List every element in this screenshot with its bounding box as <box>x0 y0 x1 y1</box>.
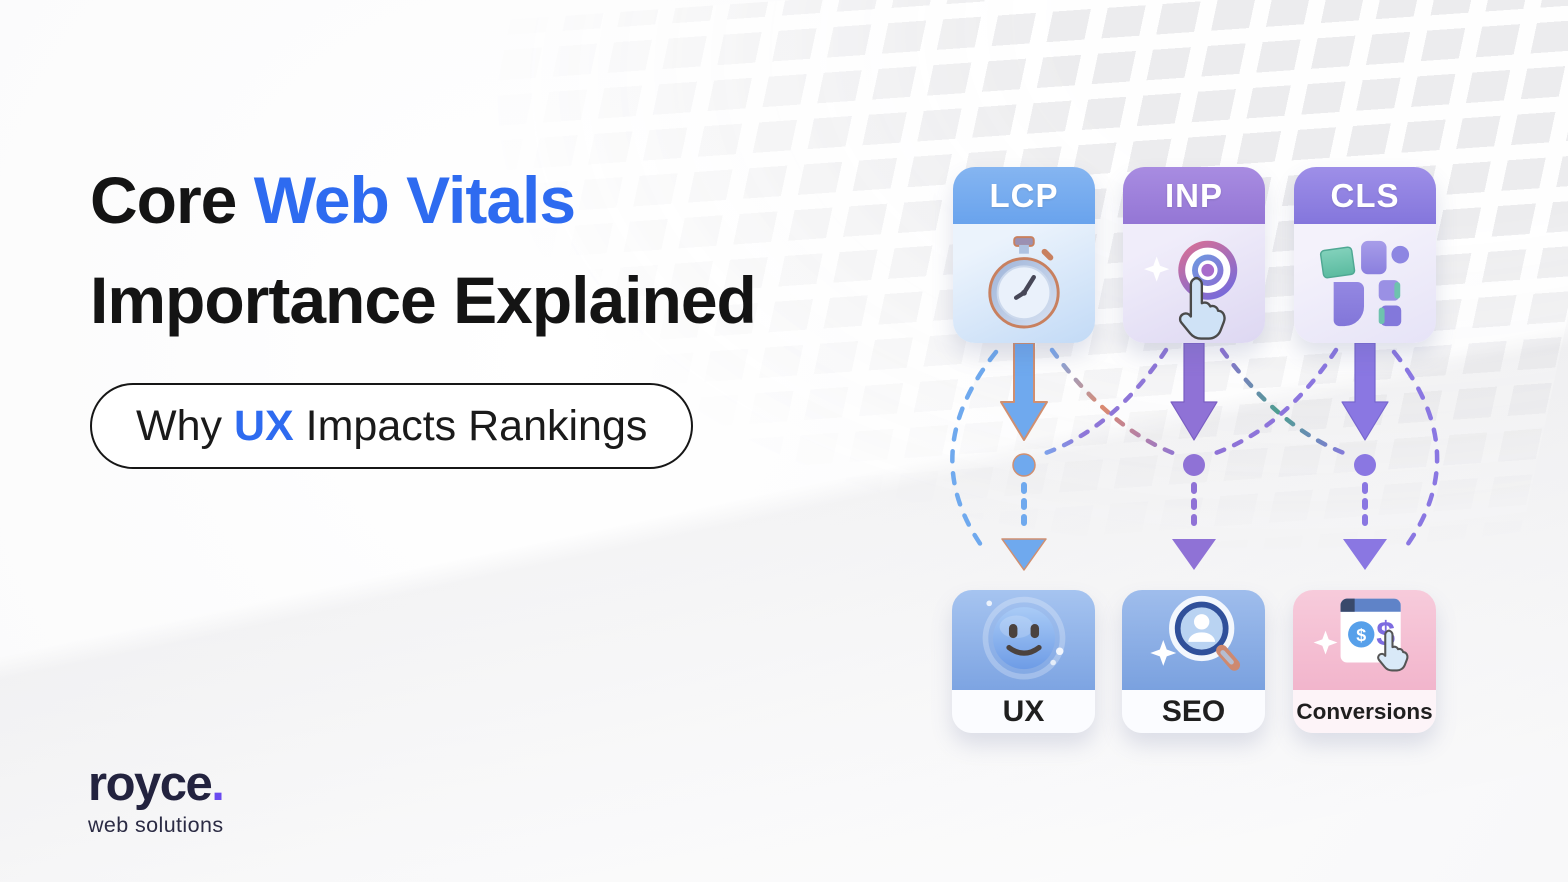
title-accent: Web Vitals <box>253 163 576 237</box>
page-title: Core Web Vitals Importance Explained <box>90 150 920 350</box>
card-ux-label: UX <box>952 690 1095 733</box>
lcp-arrow-icon <box>1000 342 1048 441</box>
card-conversions-icon-area: $ $ <box>1293 590 1436 690</box>
tap-target-icon <box>1144 240 1238 340</box>
cls-arrow-icon <box>1341 342 1389 441</box>
subtitle-pre: Why <box>136 401 234 450</box>
cross-lcp-to-inp <box>1049 347 1184 459</box>
inp-node-dot <box>1183 454 1205 476</box>
title-line-1: Core Web Vitals <box>90 150 920 250</box>
card-ux-icon-area <box>952 590 1095 690</box>
connector-arrows <box>950 342 1440 571</box>
card-cls-body <box>1294 224 1436 343</box>
title-line-2: Importance Explained <box>90 263 757 337</box>
card-lcp: LCP <box>953 167 1095 343</box>
cross-cls-to-inp <box>1204 347 1339 459</box>
cross-inp-to-lcp <box>1034 347 1169 459</box>
subtitle-highlight: UX <box>233 401 294 450</box>
subtitle-pill: Why UX Impacts Rankings <box>90 383 694 469</box>
card-lcp-body <box>953 224 1095 343</box>
card-seo: SEO <box>1122 590 1265 733</box>
subtitle-post: Impacts Rankings <box>293 401 648 450</box>
inp-arrow-icon <box>1170 342 1218 441</box>
card-conversions: $ $ Conversions <box>1293 590 1436 733</box>
card-cls: CLS <box>1294 167 1436 343</box>
brand-wordmark: royce <box>88 757 213 811</box>
sparkle-icon <box>1144 256 1170 282</box>
search-user-icon <box>1149 595 1240 671</box>
smiley-icon <box>982 596 1065 680</box>
card-seo-label: SEO <box>1122 690 1265 733</box>
card-inp-body <box>1123 224 1265 343</box>
brand-dot: . <box>211 757 225 811</box>
core-web-vitals-diagram: LCP <box>900 140 1500 780</box>
lcp-node-dot <box>1012 453 1036 477</box>
dollar-click-icon: $ $ <box>1313 598 1408 672</box>
brand-tagline: web solutions <box>88 813 224 837</box>
card-ux: UX <box>952 590 1095 733</box>
cls-arrowhead-icon <box>1343 539 1387 570</box>
right-arc-dashed <box>1391 349 1440 555</box>
dollar-glyph: $ <box>1356 625 1366 645</box>
brand-name: royce. <box>88 757 225 811</box>
title-black: Core <box>90 163 254 237</box>
card-inp: INP <box>1123 167 1265 343</box>
inp-arrowhead-icon <box>1172 539 1216 570</box>
card-inp-label: INP <box>1123 167 1265 224</box>
cls-node-dot <box>1354 454 1376 476</box>
card-cls-label: CLS <box>1294 167 1436 224</box>
cross-inp-to-cls <box>1219 347 1355 459</box>
card-conversions-label: Conversions <box>1293 690 1436 733</box>
left-arc-dashed <box>950 349 999 555</box>
layout-shift-icon <box>1319 240 1410 326</box>
card-seo-icon-area <box>1122 590 1265 690</box>
card-lcp-label: LCP <box>953 167 1095 224</box>
sparkle-icon <box>1313 630 1337 655</box>
sparkle-icon <box>1149 640 1176 666</box>
lcp-arrowhead-icon <box>1001 538 1047 571</box>
brand-logo: royce. web solutions <box>88 757 225 838</box>
stopwatch-icon <box>988 235 1060 328</box>
